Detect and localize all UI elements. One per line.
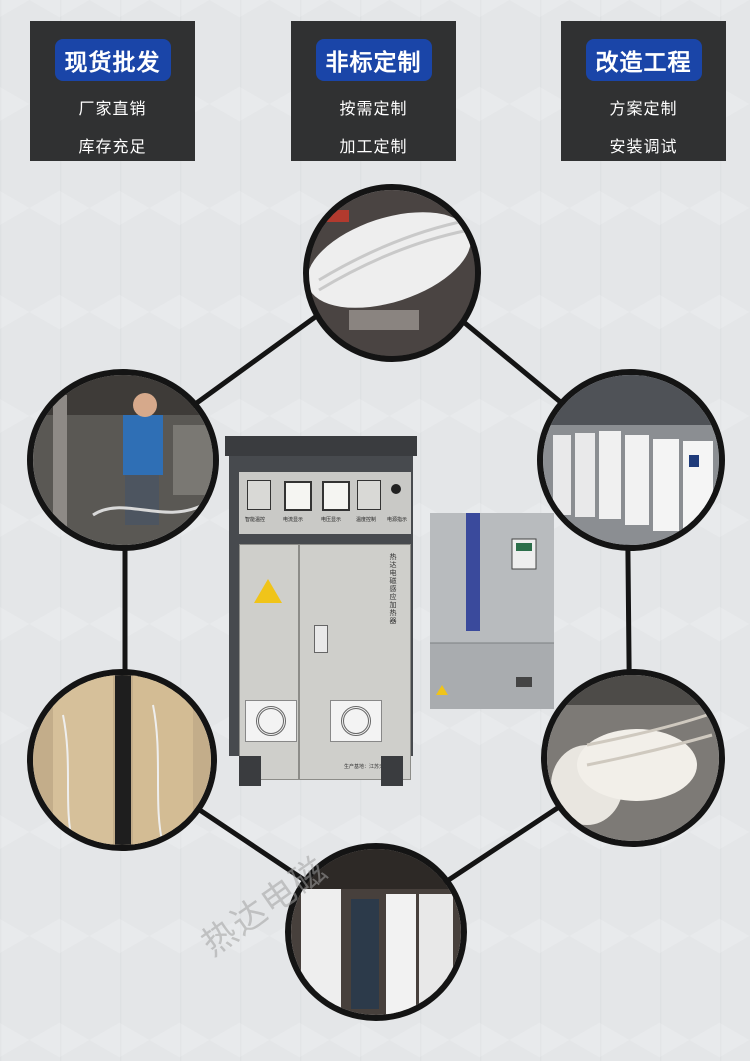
high-voltage-warning-icon	[254, 579, 282, 603]
cabinet-foot	[381, 756, 403, 786]
card-title: 非标定制	[315, 39, 432, 81]
panel-label: 温度控制	[356, 517, 377, 523]
pipe-insulation-image	[309, 190, 475, 356]
wrapped-pipes-photo	[285, 843, 467, 1021]
cabinet-brand-text: 热达电磁感应加热器	[389, 553, 397, 625]
inverter-cabinets-photo	[537, 369, 725, 551]
pipe-insulation-photo	[303, 184, 481, 362]
panel-label: 电流显示	[283, 517, 304, 523]
card-title: 现货批发	[54, 39, 171, 81]
induction-coil-left-image	[33, 675, 211, 845]
cooling-fan-icon	[330, 700, 382, 742]
induction-coil-right-image	[547, 675, 719, 841]
induction-coil-left-photo	[27, 669, 217, 851]
panel-label: 电压显示	[321, 517, 342, 523]
factory-worker-image	[33, 375, 213, 545]
inverter-cabinets-image	[543, 375, 719, 545]
cabinet-top	[225, 436, 417, 456]
temperature-display	[247, 480, 271, 510]
wrapped-pipes-image	[291, 849, 461, 1015]
current-meter	[284, 481, 312, 511]
card-line: 库存充足	[78, 137, 147, 156]
card-line: 厂家直销	[78, 99, 147, 118]
voltage-meter	[322, 481, 350, 511]
induction-coil-right-photo	[541, 669, 725, 847]
factory-worker-photo	[27, 369, 219, 551]
cabinet-door-right: 热达电磁感应加热器 生产基地：江苏无锡	[299, 544, 411, 780]
card-line: 方案定制	[609, 99, 678, 118]
origin-label: 生产基地：江苏无锡	[344, 764, 390, 770]
cooling-fan-icon	[245, 700, 297, 742]
temperature-controller	[357, 480, 381, 510]
cabinet-body: 智能温控 电流显示 电压显示 温度控制 电源指示 热达电磁感应加热器 生产基地：…	[229, 456, 413, 780]
card-line: 按需定制	[339, 99, 408, 118]
card-retrofit: 改造工程 方案定制 安装调试	[561, 21, 726, 161]
panel-label: 智能温控	[245, 517, 266, 523]
control-panel: 智能温控 电流显示 电压显示 温度控制 电源指示	[239, 472, 411, 534]
inverter-unit	[430, 513, 554, 709]
panel-label: 电源指示	[387, 517, 408, 523]
cabinet-door-left	[239, 544, 299, 780]
card-title: 改造工程	[585, 39, 702, 81]
door-handle	[314, 625, 328, 653]
induction-heater-cabinet: 智能温控 电流显示 电压显示 温度控制 电源指示 热达电磁感应加热器 生产基地：…	[225, 436, 417, 786]
card-line: 安装调试	[609, 137, 678, 156]
cabinet-foot	[239, 756, 261, 786]
power-indicator	[391, 484, 401, 494]
card-wholesale: 现货批发 厂家直销 库存充足	[30, 21, 195, 161]
card-custom: 非标定制 按需定制 加工定制	[291, 21, 456, 161]
card-line: 加工定制	[339, 137, 408, 156]
